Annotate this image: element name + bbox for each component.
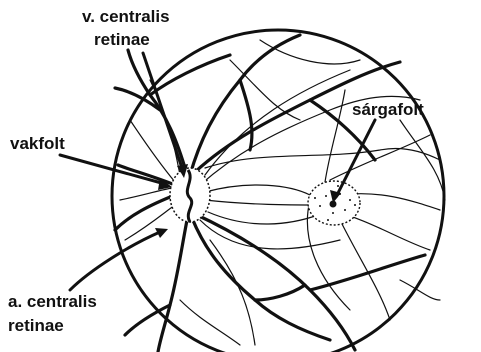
label-arteria-centralis-line2: retinae <box>8 316 64 336</box>
label-macula: sárgafolt <box>352 100 424 120</box>
label-vena-centralis-line1: v. centralis <box>82 7 170 27</box>
label-vena-centralis-line2: retinae <box>94 30 150 50</box>
label-blind-spot: vakfolt <box>10 134 65 154</box>
label-arteria-centralis-line1: a. centralis <box>8 292 97 312</box>
retina-outline <box>112 30 444 352</box>
